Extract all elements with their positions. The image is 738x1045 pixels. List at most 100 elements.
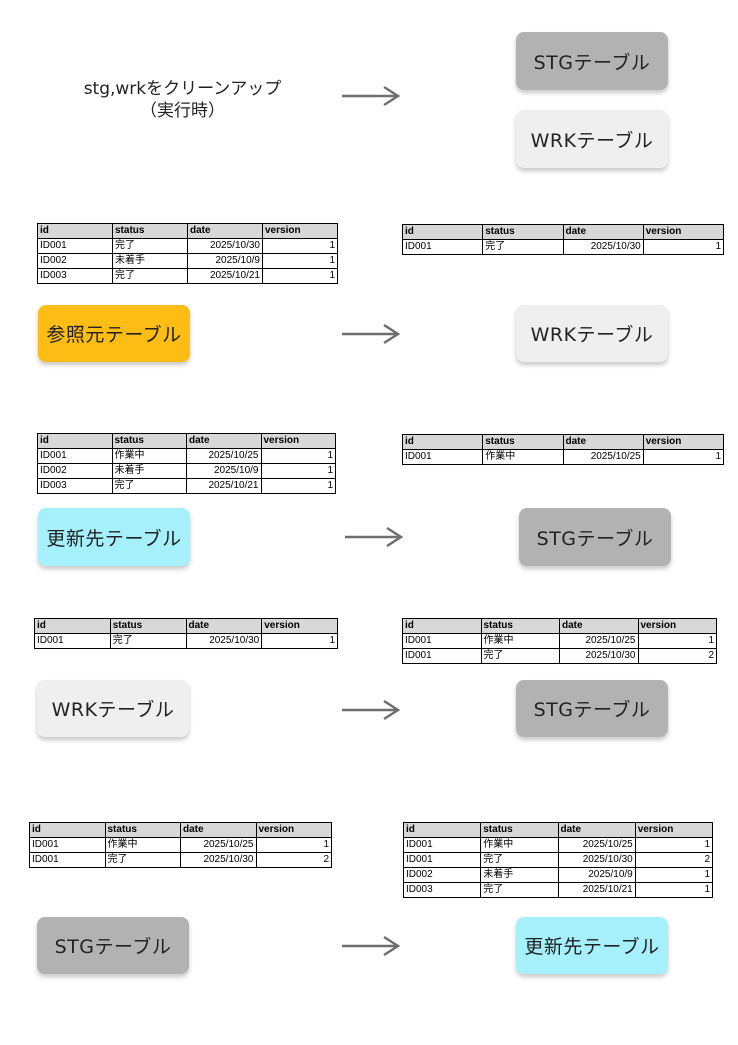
dest-table-box[interactable]: 更新先テーブル: [516, 917, 668, 974]
wrk-table-box[interactable]: WRKテーブル: [37, 680, 189, 737]
table-cell: 1: [262, 253, 338, 269]
column-header: status: [482, 224, 564, 240]
table-cell: 完了: [109, 633, 187, 649]
table-cell: 1: [261, 633, 338, 649]
column-header: date: [559, 618, 639, 634]
table-cell: 未着手: [112, 253, 188, 269]
column-header: status: [109, 618, 187, 634]
column-header: version: [637, 618, 717, 634]
table-cell: ID002: [37, 253, 113, 269]
column-header: id: [401, 434, 484, 450]
table-cell: 1: [642, 449, 725, 465]
table-cell: 作業中: [482, 449, 564, 465]
wrk-table-box[interactable]: WRKテーブル: [516, 305, 668, 362]
table-cell: 作業中: [104, 837, 181, 853]
stg-table-box[interactable]: STGテーブル: [516, 680, 668, 737]
stg-table-box[interactable]: STGテーブル: [519, 508, 671, 566]
stg-table-box[interactable]: STGテーブル: [516, 32, 668, 90]
column-header: id: [29, 822, 106, 838]
column-header: date: [562, 224, 644, 240]
table-cell: ID001: [29, 837, 106, 853]
table-cell: 2025/10/30: [180, 852, 257, 868]
table-cell: 完了: [480, 852, 559, 868]
column-header: date: [557, 822, 636, 838]
table-cell: ID003: [37, 478, 113, 494]
column-header: version: [262, 223, 338, 239]
dest-table-box[interactable]: 更新先テーブル: [38, 508, 190, 566]
table-cell: 2025/10/21: [187, 268, 263, 284]
column-header: status: [482, 434, 564, 450]
arrow-icon: [342, 699, 401, 721]
table-cell: 作業中: [480, 837, 559, 853]
table-cell: 2025/10/25: [186, 448, 262, 464]
arrow-icon: [345, 526, 404, 548]
table-cell: ID001: [402, 837, 482, 853]
stg-table-label: STGテーブル: [533, 51, 651, 74]
column-header: version: [260, 433, 336, 449]
stg-table-box[interactable]: STGテーブル: [37, 917, 189, 974]
wrk-table-box[interactable]: WRKテーブル: [516, 110, 668, 168]
table-cell: 1: [260, 478, 336, 494]
table-cell: ID001: [34, 633, 111, 649]
table-cell: ID001: [29, 852, 106, 868]
table-cell: ID001: [401, 239, 484, 255]
table-cell: 完了: [104, 852, 181, 868]
dest-table-label: 更新先テーブル: [524, 936, 660, 958]
table-cell: 完了: [112, 268, 188, 284]
arrow-icon: [342, 935, 401, 957]
column-header: status: [480, 822, 559, 838]
table-cell: 未着手: [111, 463, 187, 479]
table-cell: 完了: [482, 239, 564, 255]
table-cell: 2: [637, 648, 717, 664]
table-cell: 2025/10/25: [559, 633, 639, 649]
table-cell: 2025/10/9: [186, 463, 262, 479]
cleanup-caption-line1: stg,wrkをクリーンアップ: [83, 79, 282, 99]
column-header: id: [402, 618, 482, 634]
table-cell: 1: [642, 239, 725, 255]
table-cell: 1: [262, 238, 338, 254]
column-header: date: [562, 434, 644, 450]
table-cell: 作業中: [480, 633, 560, 649]
table-cell: ID001: [37, 238, 113, 254]
table-cell: 完了: [480, 882, 559, 898]
wrk-table-label: WRKテーブル: [530, 129, 654, 152]
wrk-table-label: WRKテーブル: [530, 324, 654, 346]
table-cell: 作業中: [111, 448, 187, 464]
table-cell: 1: [634, 837, 714, 853]
column-header: date: [185, 618, 263, 634]
table-cell: 2025/10/25: [180, 837, 257, 853]
ref-table-box[interactable]: 参照元テーブル: [38, 305, 190, 362]
table-cell: ID001: [402, 852, 482, 868]
table-cell: 2025/10/25: [562, 449, 644, 465]
table-cell: 1: [260, 448, 336, 464]
column-header: status: [112, 223, 188, 239]
table-cell: 1: [255, 837, 332, 853]
table-cell: 完了: [480, 648, 560, 664]
table-cell: ID002: [37, 463, 113, 479]
column-header: version: [261, 618, 338, 634]
table-cell: 2: [634, 852, 714, 868]
table-cell: 2025/10/9: [187, 253, 263, 269]
table-cell: ID002: [402, 867, 482, 883]
stg-table-label: STGテーブル: [536, 527, 654, 550]
table-cell: 2025/10/30: [559, 648, 639, 664]
table-cell: 2025/10/30: [562, 239, 644, 255]
column-header: id: [401, 224, 484, 240]
table-cell: 2: [255, 852, 332, 868]
